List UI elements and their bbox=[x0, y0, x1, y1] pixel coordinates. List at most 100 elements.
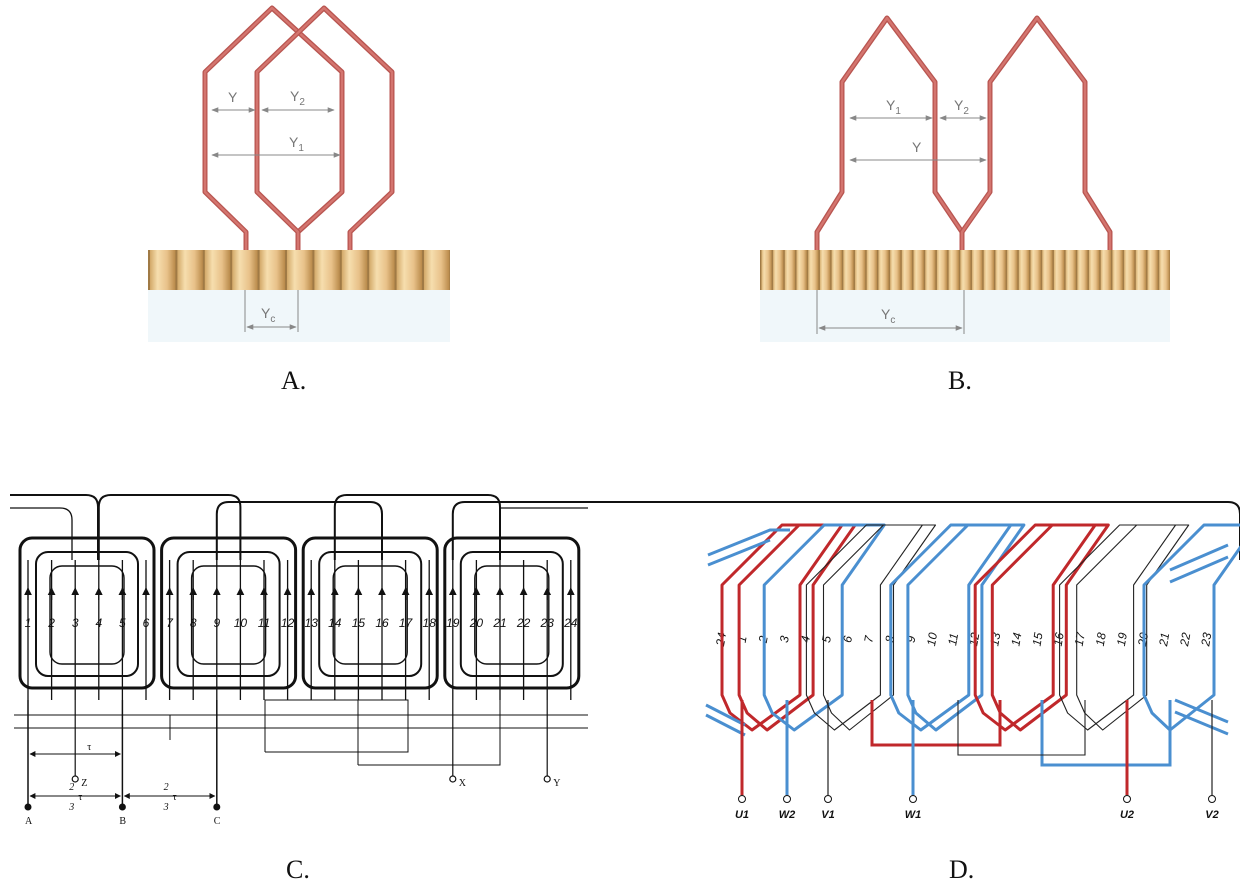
panel-d-connection-red bbox=[870, 700, 1002, 747]
panel-c-coil-loop bbox=[18, 536, 156, 690]
panel-c-coil-loop bbox=[176, 551, 281, 677]
panel-d-coil-1 bbox=[720, 523, 844, 732]
panel-d-coil-6 bbox=[889, 523, 1013, 732]
panel-c-slot-number: 3 bbox=[72, 616, 79, 630]
panel-b-coil-highlight-2 bbox=[960, 16, 1112, 250]
panel-b-wave-winding: Y1 Y2 Y Yc bbox=[760, 15, 1170, 342]
panel-d-label: D. bbox=[949, 855, 975, 884]
panel-d-slot-number: 17 bbox=[1072, 630, 1088, 647]
panel-c-coil-loop bbox=[160, 536, 298, 690]
panel-d-terminal-ring bbox=[783, 795, 791, 803]
panel-d-coil-2 bbox=[737, 523, 857, 732]
panel-a-coil-highlight-1 bbox=[203, 6, 344, 250]
panel-d-coil-4 bbox=[805, 524, 923, 731]
panel-a-coil-highlight-2 bbox=[255, 6, 394, 250]
panel-c-terminal-label: A bbox=[25, 816, 33, 827]
panel-a-shadow bbox=[148, 290, 450, 342]
panel-d-slot-number: 10 bbox=[924, 631, 940, 647]
panel-d-edge-lead bbox=[707, 528, 790, 567]
panel-d-slot-number: 1 bbox=[735, 635, 750, 644]
panel-b-dim-y1: Y1 bbox=[886, 97, 901, 117]
panel-c-coil-loop bbox=[49, 565, 125, 665]
panel-d-slot-number: 7 bbox=[861, 634, 876, 644]
panel-c-terminal-dot bbox=[118, 803, 126, 811]
panel-d-slot-number: 3 bbox=[777, 634, 792, 643]
panel-c-end-connection bbox=[10, 507, 73, 560]
panel-c-slot-number: 13 bbox=[305, 616, 319, 630]
panel-d-terminal-label: U1 bbox=[735, 809, 749, 821]
panel-d-slot-number: 4 bbox=[798, 634, 813, 643]
panel-d-edge-lead bbox=[1174, 698, 1229, 736]
panel-c-frac-num: 2 bbox=[164, 782, 169, 793]
panel-c-connection bbox=[169, 699, 409, 753]
panel-b-coil-1 bbox=[814, 15, 965, 250]
panel-b-coil-2 bbox=[959, 15, 1113, 250]
panel-a-dim-y2: Y2 bbox=[290, 88, 305, 108]
panel-c-slot-number: 14 bbox=[328, 616, 342, 630]
panel-c-slot-number: 15 bbox=[352, 616, 366, 630]
panel-c-terminal-dot bbox=[213, 803, 221, 811]
panel-d-terminal-label: V2 bbox=[1205, 809, 1218, 821]
panel-c-frac-den: 3 bbox=[68, 802, 74, 813]
panel-a-lap-winding: Y Y2 Y1 Yc bbox=[148, 5, 450, 342]
panel-c-slot-number: 11 bbox=[258, 616, 270, 630]
panel-c-slot-number: 24 bbox=[563, 616, 578, 630]
panel-c-slot-number: 1 bbox=[25, 616, 32, 630]
panel-c-label: C. bbox=[286, 855, 310, 884]
panel-d-slot-number: 15 bbox=[1030, 631, 1046, 647]
panel-d-slot-number: 14 bbox=[1008, 631, 1024, 647]
panel-c-frac-num: 2 bbox=[69, 782, 74, 793]
panel-d-edge-lead bbox=[1169, 543, 1229, 584]
panel-b-commutator bbox=[760, 250, 1170, 290]
panel-c-terminal-label: B bbox=[119, 816, 126, 827]
panel-d-coil-8 bbox=[973, 523, 1097, 732]
panel-c-coil-loop bbox=[190, 565, 267, 665]
panel-c-slot-number: 5 bbox=[119, 616, 126, 630]
panel-c-terminal-ring bbox=[71, 775, 79, 783]
panel-d-slot-number: 18 bbox=[1093, 631, 1109, 647]
panel-d-terminal-label: W1 bbox=[905, 809, 922, 821]
panel-c-slot-number: 9 bbox=[213, 616, 220, 630]
panel-c-coil-loop bbox=[318, 551, 423, 677]
panel-d-connection-black bbox=[957, 700, 1086, 756]
panel-b-shadow bbox=[760, 290, 1170, 342]
panel-c-end-connection bbox=[451, 501, 1240, 560]
panel-d-coil-3 bbox=[762, 523, 886, 732]
panel-d-slot-number: 9 bbox=[903, 634, 918, 643]
panel-c-connection bbox=[357, 700, 501, 766]
panel-d-coil-11 bbox=[1076, 524, 1190, 731]
panel-c-coil-loop bbox=[474, 565, 550, 665]
panel-a-dim-y1: Y1 bbox=[289, 134, 304, 154]
panel-c-coil-loop bbox=[443, 536, 581, 690]
panel-d-slot-number: 23 bbox=[1198, 631, 1214, 648]
panel-c-frac-tau: τ bbox=[78, 792, 82, 803]
panel-b-dim-yc: Yc bbox=[881, 306, 895, 326]
panel-a-dimensions bbox=[211, 107, 341, 332]
panel-a-coils bbox=[202, 5, 395, 250]
panel-b-dim-y: Y bbox=[912, 139, 922, 155]
panel-d-edge-lead bbox=[705, 703, 746, 737]
panel-d-slot-number: 22 bbox=[1177, 631, 1193, 648]
panel-d-slot-number: 6 bbox=[840, 634, 855, 643]
panel-c-end-connection bbox=[10, 494, 99, 560]
panel-a-coil-2 bbox=[254, 5, 395, 250]
panel-c-coil-loop bbox=[301, 536, 439, 690]
panel-c-slot-number: 21 bbox=[492, 616, 506, 630]
panel-d-coil-9 bbox=[990, 523, 1110, 732]
panel-d-slot-number: 13 bbox=[987, 631, 1003, 647]
panel-d-terminal-ring bbox=[824, 795, 832, 803]
panel-b-dim-y2: Y2 bbox=[954, 97, 969, 117]
panel-d-terminal-ring bbox=[909, 795, 917, 803]
panel-c-slot-number: 17 bbox=[399, 616, 414, 630]
panel-d-terminal-label: U2 bbox=[1120, 809, 1134, 821]
panel-b-coils bbox=[814, 15, 1113, 250]
panel-d-connection-blue bbox=[1040, 700, 1172, 767]
panel-c-end-connection bbox=[215, 501, 383, 560]
panel-d-coil-7 bbox=[906, 523, 1026, 732]
panel-c-end-connection bbox=[333, 494, 501, 560]
panel-d-slot-number: 5 bbox=[819, 634, 834, 643]
panel-c-frac-tau: τ bbox=[173, 792, 177, 803]
